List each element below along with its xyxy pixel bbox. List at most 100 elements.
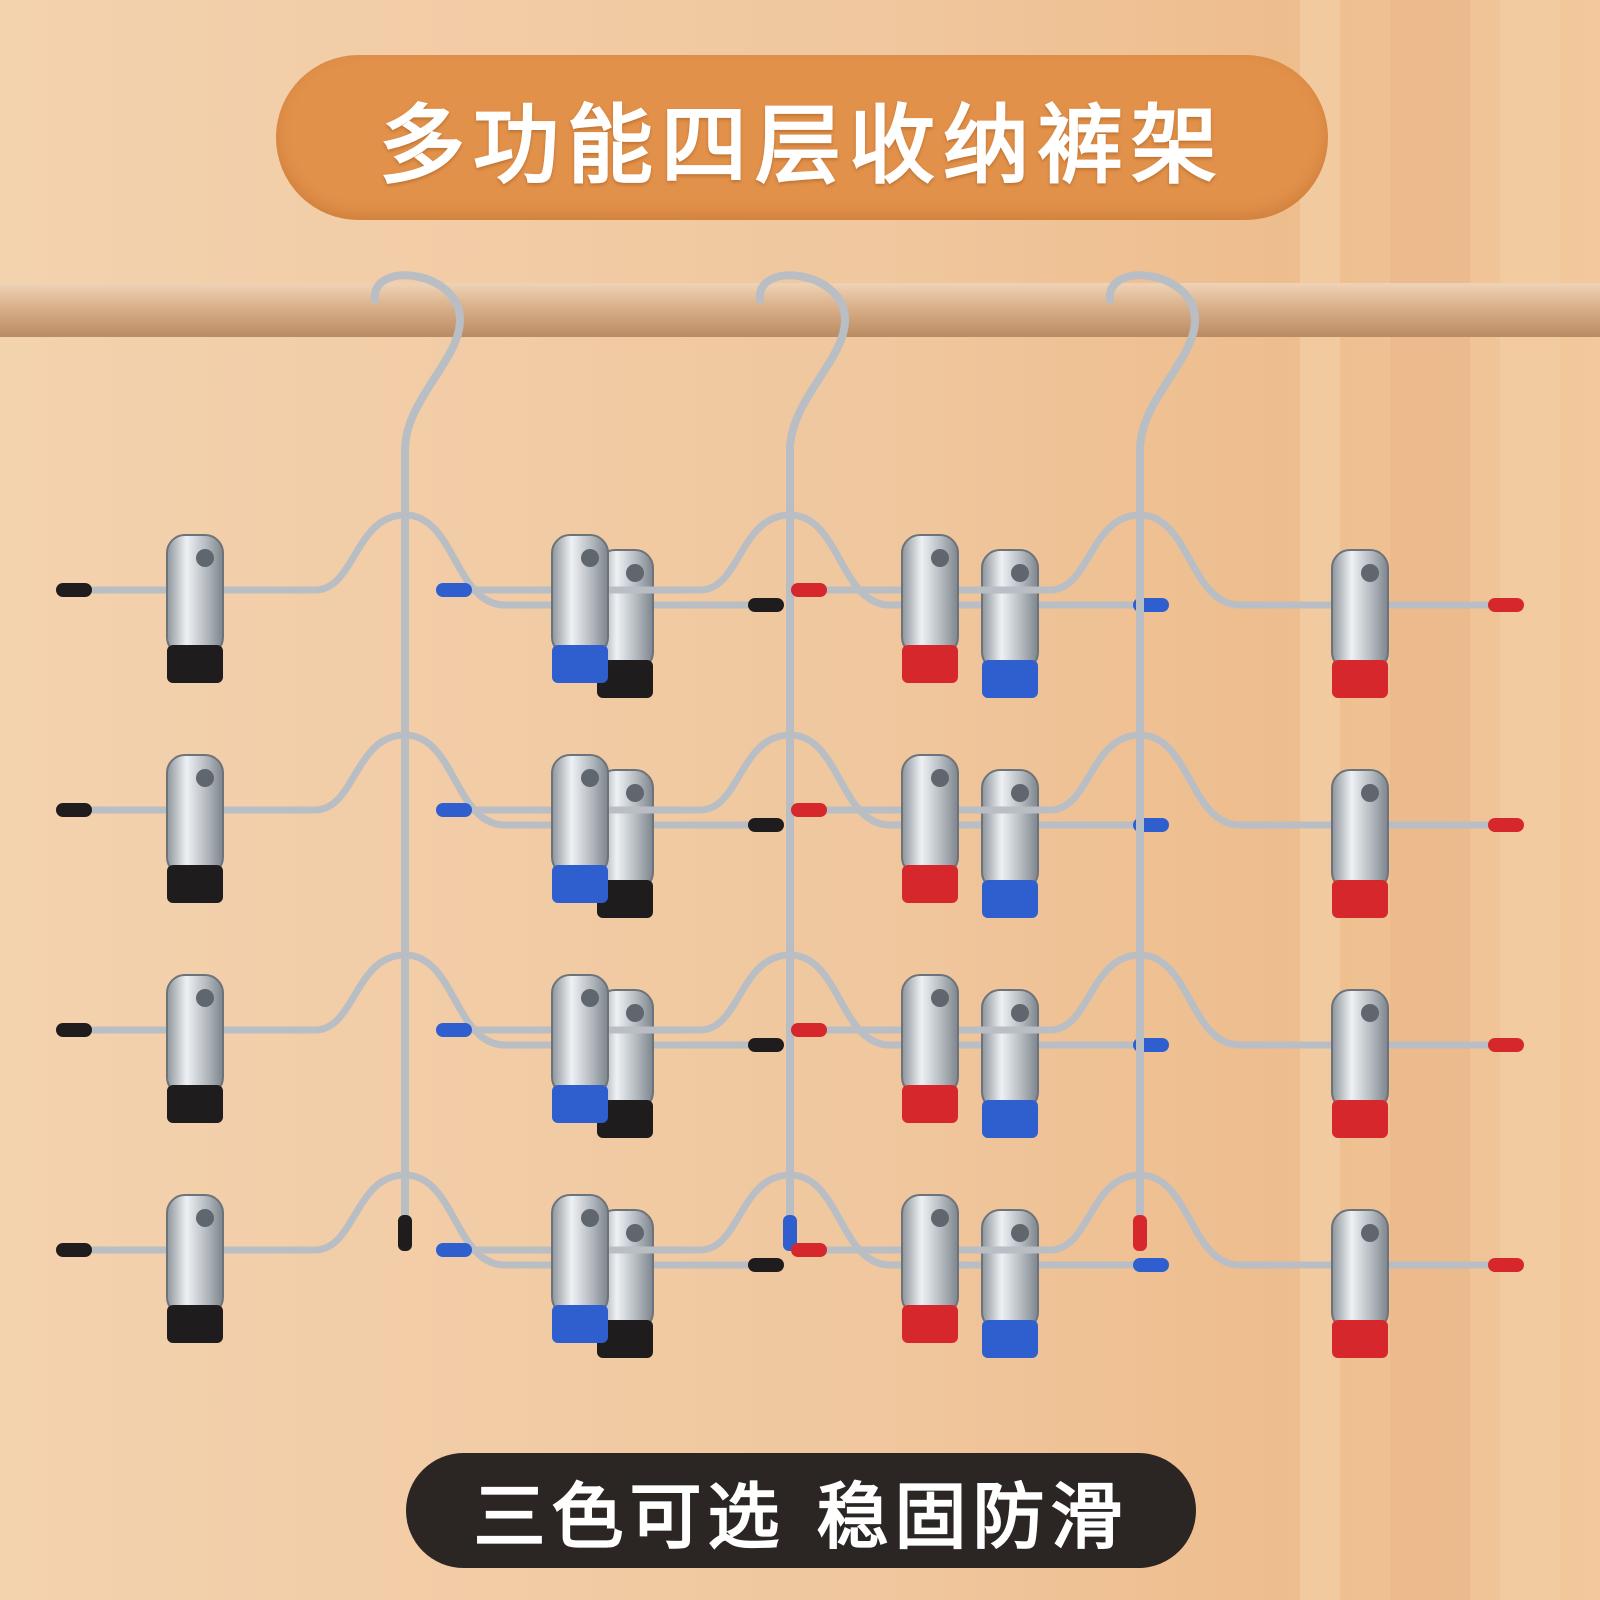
clip-rivet xyxy=(196,769,214,787)
trouser-clip xyxy=(596,549,654,698)
hanger-hook xyxy=(370,271,465,1229)
clip-rivet xyxy=(581,1209,599,1227)
clip-body xyxy=(166,1194,224,1316)
clip-rivet xyxy=(626,564,644,582)
clip-body xyxy=(551,754,609,876)
clip-grip-pad xyxy=(597,880,653,918)
clip-rivet xyxy=(581,769,599,787)
trouser-clip xyxy=(981,989,1039,1138)
clip-body xyxy=(551,1194,609,1316)
clip-rivet xyxy=(1011,1224,1029,1242)
bar-end-cap xyxy=(436,803,472,817)
curtain-fold xyxy=(1390,0,1470,1600)
tier-bar xyxy=(791,511,1524,609)
page-title: 多功能四层收纳裤架 xyxy=(379,96,1225,196)
trouser-clip xyxy=(166,534,224,683)
clip-rivet xyxy=(626,784,644,802)
clip-grip-pad xyxy=(1332,1320,1388,1358)
bar-end-cap xyxy=(748,598,784,612)
hanger-black xyxy=(56,271,784,1358)
bar-end-cap xyxy=(1488,818,1524,832)
hanger-red xyxy=(791,271,1524,1358)
title-banner xyxy=(276,55,1328,220)
clip-grip-pad xyxy=(982,880,1038,918)
clip-grip-pad xyxy=(902,1305,958,1343)
bar-end-cap xyxy=(436,583,472,597)
bar-end-cap xyxy=(56,803,92,817)
clip-body xyxy=(551,974,609,1096)
clip-rivet xyxy=(1361,1224,1379,1242)
trouser-clip xyxy=(166,974,224,1123)
clip-rivet xyxy=(1011,564,1029,582)
hanger-tier-4 xyxy=(436,1171,1169,1358)
bar-end-cap xyxy=(748,1038,784,1052)
trouser-clip xyxy=(1331,989,1389,1138)
bar-end-cap xyxy=(1488,598,1524,612)
clip-rivet xyxy=(196,1209,214,1227)
clip-grip-pad xyxy=(552,645,608,683)
trouser-clip xyxy=(1331,769,1389,918)
clip-grip-pad xyxy=(597,660,653,698)
hanger-hook xyxy=(755,271,850,1229)
clip-body xyxy=(166,754,224,876)
clip-grip-pad xyxy=(902,645,958,683)
clip-body xyxy=(901,1194,959,1316)
trouser-clip xyxy=(551,754,609,903)
bar-end-cap xyxy=(56,1243,92,1257)
clip-rivet xyxy=(1361,784,1379,802)
trouser-clip xyxy=(596,769,654,918)
clip-grip-pad xyxy=(167,1085,223,1123)
subtitle-banner xyxy=(406,1453,1196,1568)
clip-body xyxy=(1331,769,1389,891)
trouser-clip xyxy=(981,769,1039,918)
clip-rivet xyxy=(931,1209,949,1227)
stem-cap xyxy=(1133,1215,1147,1251)
tier-bar xyxy=(791,731,1524,829)
clip-grip-pad xyxy=(1332,1100,1388,1138)
hangers xyxy=(56,271,1524,1358)
clip-rivet xyxy=(581,989,599,1007)
hanger-tier-1 xyxy=(791,511,1524,698)
clip-grip-pad xyxy=(597,1320,653,1358)
trouser-clip xyxy=(1331,549,1389,698)
clip-grip-pad xyxy=(902,865,958,903)
clip-grip-pad xyxy=(167,1305,223,1343)
clip-grip-pad xyxy=(167,865,223,903)
trouser-clip xyxy=(596,1209,654,1358)
clip-grip-pad xyxy=(597,1100,653,1138)
clip-rivet xyxy=(1361,1004,1379,1022)
clip-body xyxy=(1331,989,1389,1111)
clip-grip-pad xyxy=(982,1100,1038,1138)
trouser-clip xyxy=(981,549,1039,698)
clip-body xyxy=(1331,549,1389,671)
trouser-clip xyxy=(901,974,959,1123)
clip-rivet xyxy=(581,549,599,567)
trouser-clip xyxy=(981,1209,1039,1358)
clip-body xyxy=(901,974,959,1096)
clip-rivet xyxy=(196,989,214,1007)
bar-end-cap xyxy=(791,583,827,597)
bar-end-cap xyxy=(56,583,92,597)
bar-end-cap xyxy=(436,1023,472,1037)
bar-end-cap xyxy=(56,1023,92,1037)
clip-body xyxy=(981,769,1039,891)
clip-body xyxy=(551,534,609,656)
clip-rivet xyxy=(626,1224,644,1242)
trouser-clip xyxy=(596,989,654,1138)
subtitle: 三色可选 稳固防滑 xyxy=(473,1475,1129,1559)
clip-body xyxy=(166,534,224,656)
clip-grip-pad xyxy=(552,1305,608,1343)
clip-grip-pad xyxy=(552,865,608,903)
clip-grip-pad xyxy=(902,1085,958,1123)
stem-cap xyxy=(398,1215,412,1251)
trouser-clip xyxy=(1331,1209,1389,1358)
clip-grip-pad xyxy=(982,1320,1038,1358)
bar-end-cap xyxy=(436,1243,472,1257)
trouser-clip xyxy=(901,754,959,903)
clip-body xyxy=(1331,1209,1389,1331)
hanger-tier-1 xyxy=(436,511,1169,698)
bar-end-cap xyxy=(791,1243,827,1257)
trouser-clip xyxy=(551,1194,609,1343)
clip-rivet xyxy=(1361,564,1379,582)
